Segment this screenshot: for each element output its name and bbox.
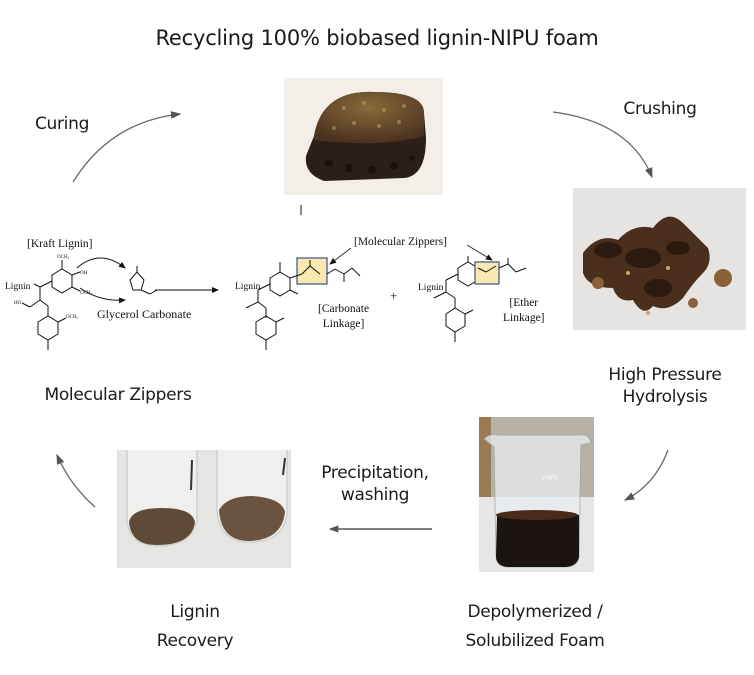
label-molecular-zippers-bracket: [Molecular Zippers] <box>354 236 447 248</box>
label-lignin-2: Lignin <box>235 282 261 292</box>
och3-3: OCH₃ <box>66 315 79 320</box>
diagram-title: Recycling 100% biobased lignin-NIPU foam <box>155 26 599 50</box>
label-precipitation-line1: Precipitation, <box>321 463 429 483</box>
label-kraft-lignin: [Kraft Lignin] <box>27 238 93 250</box>
label-crushing: Crushing <box>623 99 697 119</box>
label-depolymerized-line2: Solubilized Foam <box>465 631 605 651</box>
label-recovery-line1: Lignin <box>170 602 220 622</box>
beaker-icon: VWR <box>479 417 594 572</box>
label-ether-line1: [Ether <box>509 297 539 309</box>
label-precipitation-line2: washing <box>340 485 410 505</box>
label-hydrolysis: High Pressure Hydrolysis <box>590 364 740 408</box>
foam-block-icon <box>305 91 426 181</box>
label-lignin-recovery: Lignin Recovery <box>130 598 260 656</box>
arrow-hydrolysis <box>623 449 669 501</box>
crushed-pieces-icon <box>583 216 732 315</box>
label-carbonate-linkage: [Carbonate Linkage] <box>318 302 369 332</box>
label-recovery-line2: Recovery <box>156 631 234 651</box>
label-hydrolysis-line2: Hydrolysis <box>622 387 708 407</box>
label-curing: Curing <box>34 114 90 134</box>
label-carbonate-line2: Linkage] <box>322 318 365 330</box>
label-depolymerized-line1: Depolymerized / <box>467 602 603 622</box>
arrow-crushing <box>552 111 653 179</box>
och3-2: OCH₃ <box>80 291 93 296</box>
label-glycerol-carbonate: Glycerol Carbonate <box>97 307 192 321</box>
carbonate-highlight-box <box>296 257 328 285</box>
label-depolymerized: Depolymerized / Solubilized Foam <box>435 598 635 656</box>
beaker-brand: VWR <box>541 474 558 482</box>
label-precipitation: Precipitation, washing <box>305 462 445 506</box>
arrow-recovery <box>56 453 96 508</box>
och3-1: OCH₃ <box>57 255 70 260</box>
label-ether-line2: Linkage] <box>503 312 545 324</box>
plus-sign: + <box>390 288 398 303</box>
photo-crushed-foam <box>573 188 746 330</box>
label-molecular-zippers: Molecular Zippers <box>44 385 192 405</box>
vials-icon <box>126 450 288 547</box>
oh-1: OH <box>80 271 88 276</box>
ho-1: HO <box>14 301 22 306</box>
glycerol-carbonate-structure <box>129 266 158 295</box>
label-lignin-3: Lignin <box>418 283 444 293</box>
label-lignin-1: Lignin <box>5 282 31 292</box>
photo-vials <box>117 450 291 568</box>
arrow-curing <box>72 111 182 183</box>
label-ether-linkage: [Ether Linkage] <box>503 296 545 326</box>
carbonate-product-structure <box>245 205 302 350</box>
photo-beaker: VWR <box>479 417 594 572</box>
label-carbonate-line1: [Carbonate <box>318 303 370 315</box>
kraft-lignin-structure <box>21 260 81 350</box>
ether-highlight-box <box>474 261 500 285</box>
label-hydrolysis-line1: High Pressure <box>608 365 722 385</box>
photo-foam <box>284 78 443 195</box>
